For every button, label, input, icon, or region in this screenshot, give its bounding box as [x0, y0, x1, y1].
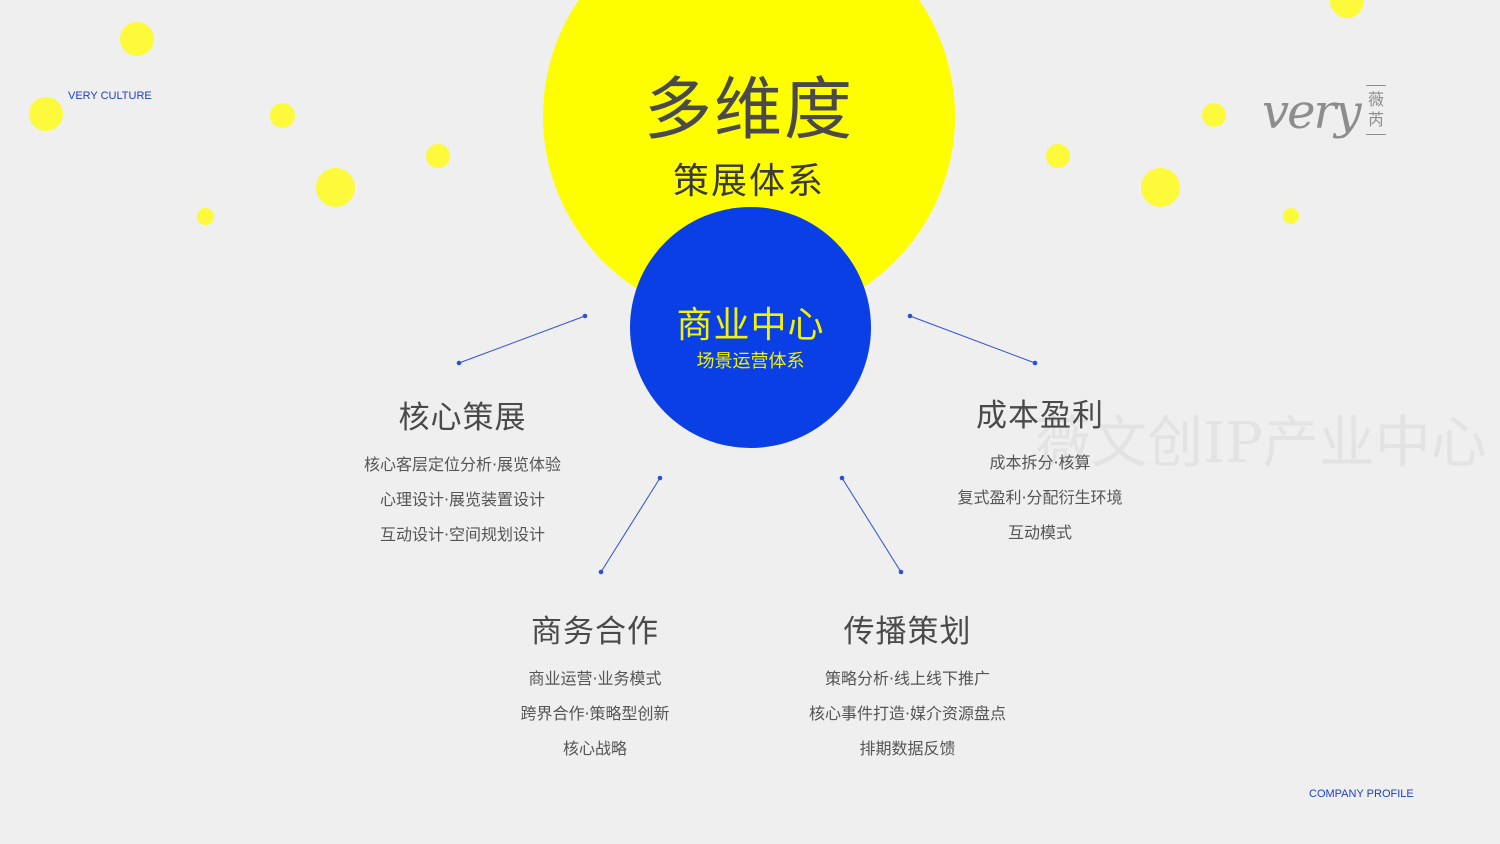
decor-dot	[1283, 208, 1299, 224]
connector-cost-profit	[909, 315, 1036, 364]
group-title: 传播策划	[843, 614, 972, 650]
group-line: 复式盈利·分配衍生环境	[957, 488, 1123, 507]
connector-business-coop	[600, 477, 661, 573]
page-title: 多维度	[643, 71, 854, 150]
decor-dot	[316, 168, 355, 207]
brand-logo: very 薇芮	[1262, 82, 1387, 152]
decor-dot	[270, 103, 295, 128]
decor-dot	[426, 144, 450, 168]
group-line: 核心客层定位分析·展览体验	[363, 455, 562, 474]
watermark: 薇文创IP产业中心	[1035, 411, 1487, 476]
group-line: 核心战略	[562, 739, 627, 758]
group-cost-profit: 成本盈利 成本拆分·核算 复式盈利·分配衍生环境 互动模式	[930, 390, 1150, 550]
brand-label: VERY CULTURE	[68, 90, 152, 102]
decor-dot	[1046, 144, 1070, 168]
center-subtitle: 场景运营体系	[696, 351, 805, 372]
group-line: 跨界合作·策略型创新	[520, 704, 670, 723]
group-title: 成本盈利	[976, 398, 1104, 434]
group-line: 心理设计·展览装置设计	[379, 490, 546, 509]
group-line: 商业运营·业务模式	[528, 669, 662, 688]
decor-dot	[1202, 103, 1226, 127]
group-core-curation: 核心策展 核心客层定位分析·展览体验 心理设计·展览装置设计 互动设计·空间规划…	[340, 392, 585, 552]
decor-dot	[1141, 168, 1180, 207]
group-line: 排期数据反馈	[859, 739, 956, 758]
connector-promotion	[841, 477, 902, 573]
group-line: 成本拆分·核算	[989, 453, 1091, 472]
group-line: 核心事件打造·媒介资源盘点	[808, 704, 1007, 723]
group-line: 互动设计·空间规划设计	[379, 525, 546, 544]
connector-core-curation	[458, 315, 586, 364]
center-title: 商业中心	[676, 305, 825, 346]
decor-dot	[29, 97, 63, 131]
group-line: 互动模式	[1007, 523, 1072, 542]
logo-chinese: 薇芮	[1366, 85, 1386, 135]
logo-latin: very	[1262, 84, 1362, 140]
group-title: 核心策展	[398, 400, 527, 436]
group-promotion: 传播策划 策略分析·线上线下推广 核心事件打造·媒介资源盘点 排期数据反馈	[790, 606, 1025, 766]
center-blue-circle	[630, 207, 871, 448]
group-title: 商务合作	[531, 614, 659, 650]
decor-dot	[197, 208, 214, 225]
group-line: 策略分析·线上线下推广	[824, 669, 991, 688]
footer-label: COMPANY PROFILE	[1309, 788, 1414, 800]
page-subtitle: 策展体系	[672, 161, 825, 202]
decor-dot	[120, 22, 154, 56]
decor-dot	[1330, 0, 1364, 18]
group-business-coop: 商务合作 商业运营·业务模式 跨界合作·策略型创新 核心战略	[490, 606, 700, 766]
